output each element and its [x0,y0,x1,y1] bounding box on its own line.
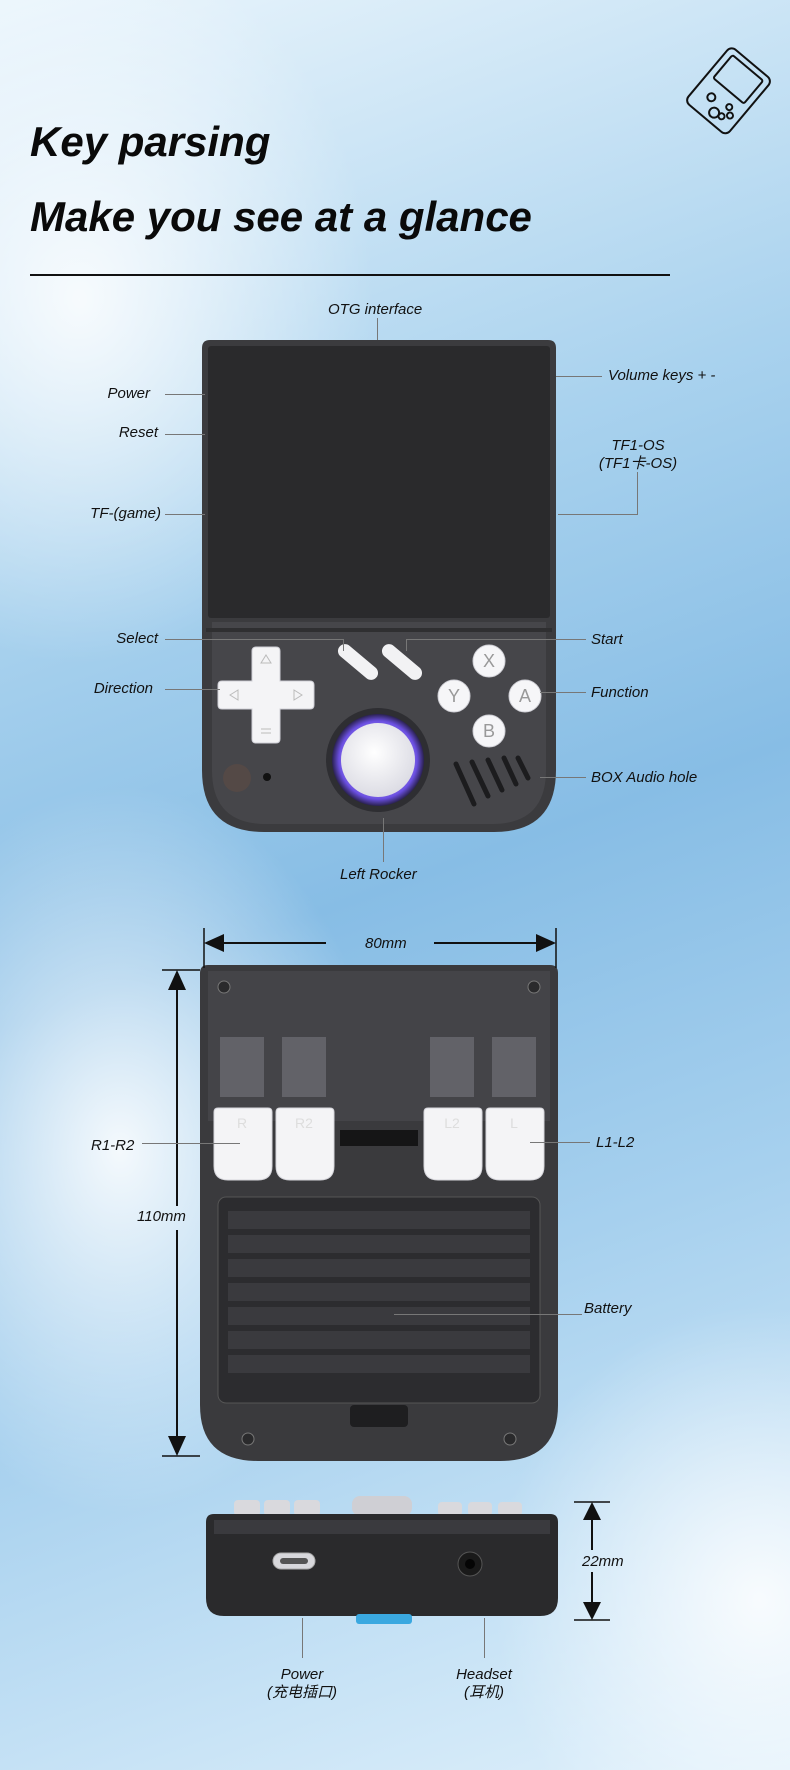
shoulder-button-l2[interactable]: L2 [423,1107,483,1181]
bottom-power-leader [302,1618,303,1658]
label-width-80mm: 80mm [365,935,407,952]
direction-pad[interactable] [217,646,315,744]
otg-leader [377,318,378,340]
label-direction: Direction [93,680,153,697]
label-otg-interface: OTG interface [328,301,423,318]
shoulder-button-l[interactable]: L [485,1107,545,1181]
label-box-audio-hole: BOX Audio hole [591,769,698,786]
select-leader-v [343,639,344,651]
tf-game-leader [165,514,205,515]
label-volume-keys: Volume keys + - [608,367,716,384]
bottom-headset-leader [484,1618,485,1658]
start-leader [406,639,586,640]
label-tf1-os-cn: (TF1卡-OS) [598,455,678,472]
page-title: Key parsing [30,118,271,165]
speaker-grille [453,755,531,807]
left-rocker-leader [383,818,384,862]
label-bottom-headset: Headset [456,1666,512,1683]
label-bottom-power: Power [280,1666,324,1683]
usb-c-port-icon [272,1552,316,1570]
shoulder-r2-label: R2 [295,1115,313,1131]
tf1-os-leader-v [637,472,638,515]
shoulder-l2-label: L2 [444,1115,460,1131]
shoulder-l-label: L [510,1115,518,1131]
title-divider [30,274,670,276]
volume-leader [556,376,602,377]
l1l2-leader [530,1142,590,1143]
shoulder-r-label: R [237,1115,247,1131]
label-r1-r2: R1-R2 [91,1137,135,1154]
label-battery: Battery [584,1300,632,1317]
label-tf-game: TF-(game) [90,505,161,522]
power-leader [165,394,205,395]
button-y[interactable]: Y [437,679,471,713]
headset-jack-icon [457,1551,483,1577]
reset-leader [165,434,205,435]
button-b[interactable]: B [472,714,506,748]
label-height-110mm: 110mm [137,1208,186,1225]
thickness-dimension-arrow [574,1501,610,1621]
box-audio-leader [540,777,586,778]
button-a-label: A [519,686,531,706]
label-power: Power [107,385,150,402]
start-button[interactable] [381,642,423,682]
start-leader-v [406,639,407,651]
label-thickness-22mm: 22mm [582,1553,624,1570]
button-x-label: X [483,651,495,671]
button-b-label: B [483,721,495,741]
label-bottom-power-cn: (充电插口) [267,1684,337,1701]
button-a[interactable]: A [508,679,542,713]
height-dimension-arrow [162,969,200,1457]
label-select: Select [116,630,158,647]
label-left-rocker: Left Rocker [340,866,417,883]
shoulder-button-r2[interactable]: R2 [275,1107,335,1181]
width-dimension-arrow [203,928,557,968]
back-view-device [200,965,558,1461]
button-y-label: Y [448,686,460,706]
label-bottom-headset-cn: (耳机) [464,1684,504,1701]
function-leader [540,692,586,693]
label-l1-l2: L1-L2 [596,1134,635,1151]
direction-leader [165,689,220,690]
tf1-os-leader-h [558,514,638,515]
bottom-view-device [206,1496,558,1624]
handheld-logo-icon [686,47,771,135]
label-reset: Reset [118,424,158,441]
left-rocker-stick[interactable] [326,708,430,812]
label-start: Start [591,631,623,648]
shoulder-button-r[interactable]: R [213,1107,273,1181]
button-x[interactable]: X [472,644,506,678]
battery-leader [394,1314,582,1315]
r1r2-leader [142,1143,240,1144]
label-tf1-os: TF1-OS [611,437,665,454]
select-button[interactable] [337,642,379,682]
select-leader [165,639,343,640]
label-function: Function [591,684,649,701]
page-subtitle: Make you see at a glance [30,193,532,240]
